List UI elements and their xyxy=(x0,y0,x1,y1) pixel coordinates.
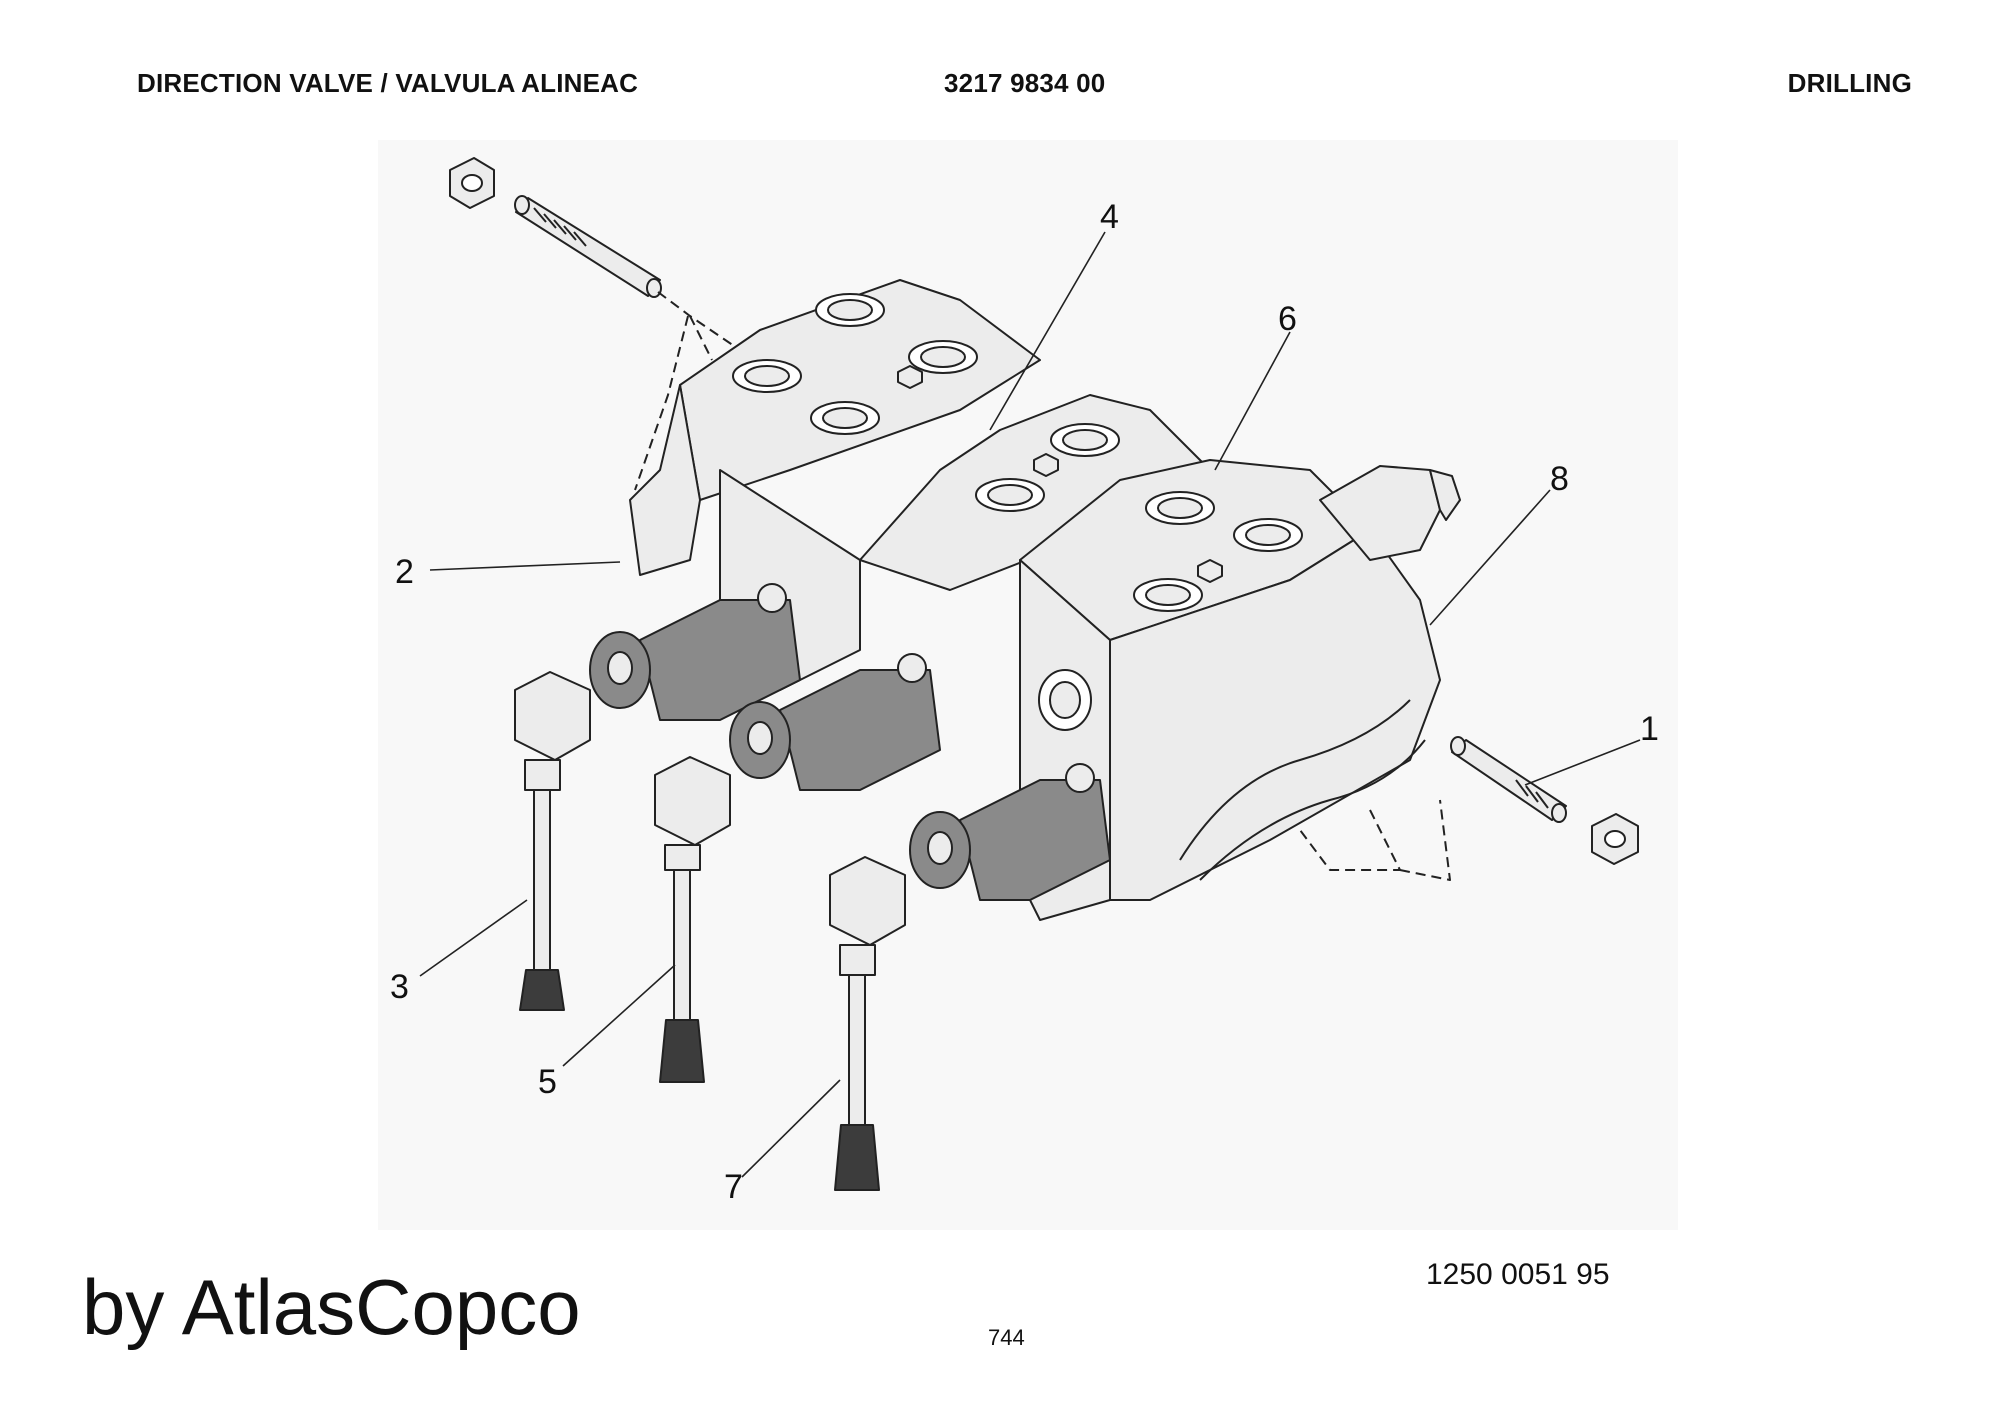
control-lever-2 xyxy=(654,756,731,1083)
tie-rod-top-left xyxy=(514,195,662,298)
part-number: 3217 9834 00 xyxy=(944,68,1106,98)
spool-cap-1 xyxy=(589,583,801,721)
callout-2: 2 xyxy=(395,553,414,591)
valve-front-section xyxy=(1019,459,1441,921)
document-title: DIRECTION VALVE / VALVULA ALINEAC xyxy=(137,68,639,98)
section-category: DRILLING xyxy=(1787,68,1912,98)
valve-inlet-section xyxy=(629,279,1041,576)
nut-top-left xyxy=(449,157,495,209)
callout-6: 6 xyxy=(1278,300,1297,338)
nut-right xyxy=(1591,813,1639,865)
drawing-number: 1250 0051 95 xyxy=(1426,1258,1610,1291)
leader-lines xyxy=(419,231,1641,1178)
page-number: 744 xyxy=(988,1325,1025,1350)
callout-3: 3 xyxy=(390,968,409,1006)
brand-footer: by AtlasCopco xyxy=(82,1263,581,1351)
callout-7: 7 xyxy=(724,1168,743,1206)
callout-4: 4 xyxy=(1100,198,1119,236)
tie-rod-right xyxy=(1450,736,1567,823)
callout-5: 5 xyxy=(538,1063,557,1101)
control-lever-1 xyxy=(514,671,591,1011)
spool-cap-3 xyxy=(909,763,1111,901)
control-lever-3 xyxy=(829,856,906,1191)
relief-valve xyxy=(1319,465,1461,561)
spool-cap-2 xyxy=(729,653,941,791)
callout-8: 8 xyxy=(1550,460,1569,498)
callout-1: 1 xyxy=(1640,710,1659,748)
